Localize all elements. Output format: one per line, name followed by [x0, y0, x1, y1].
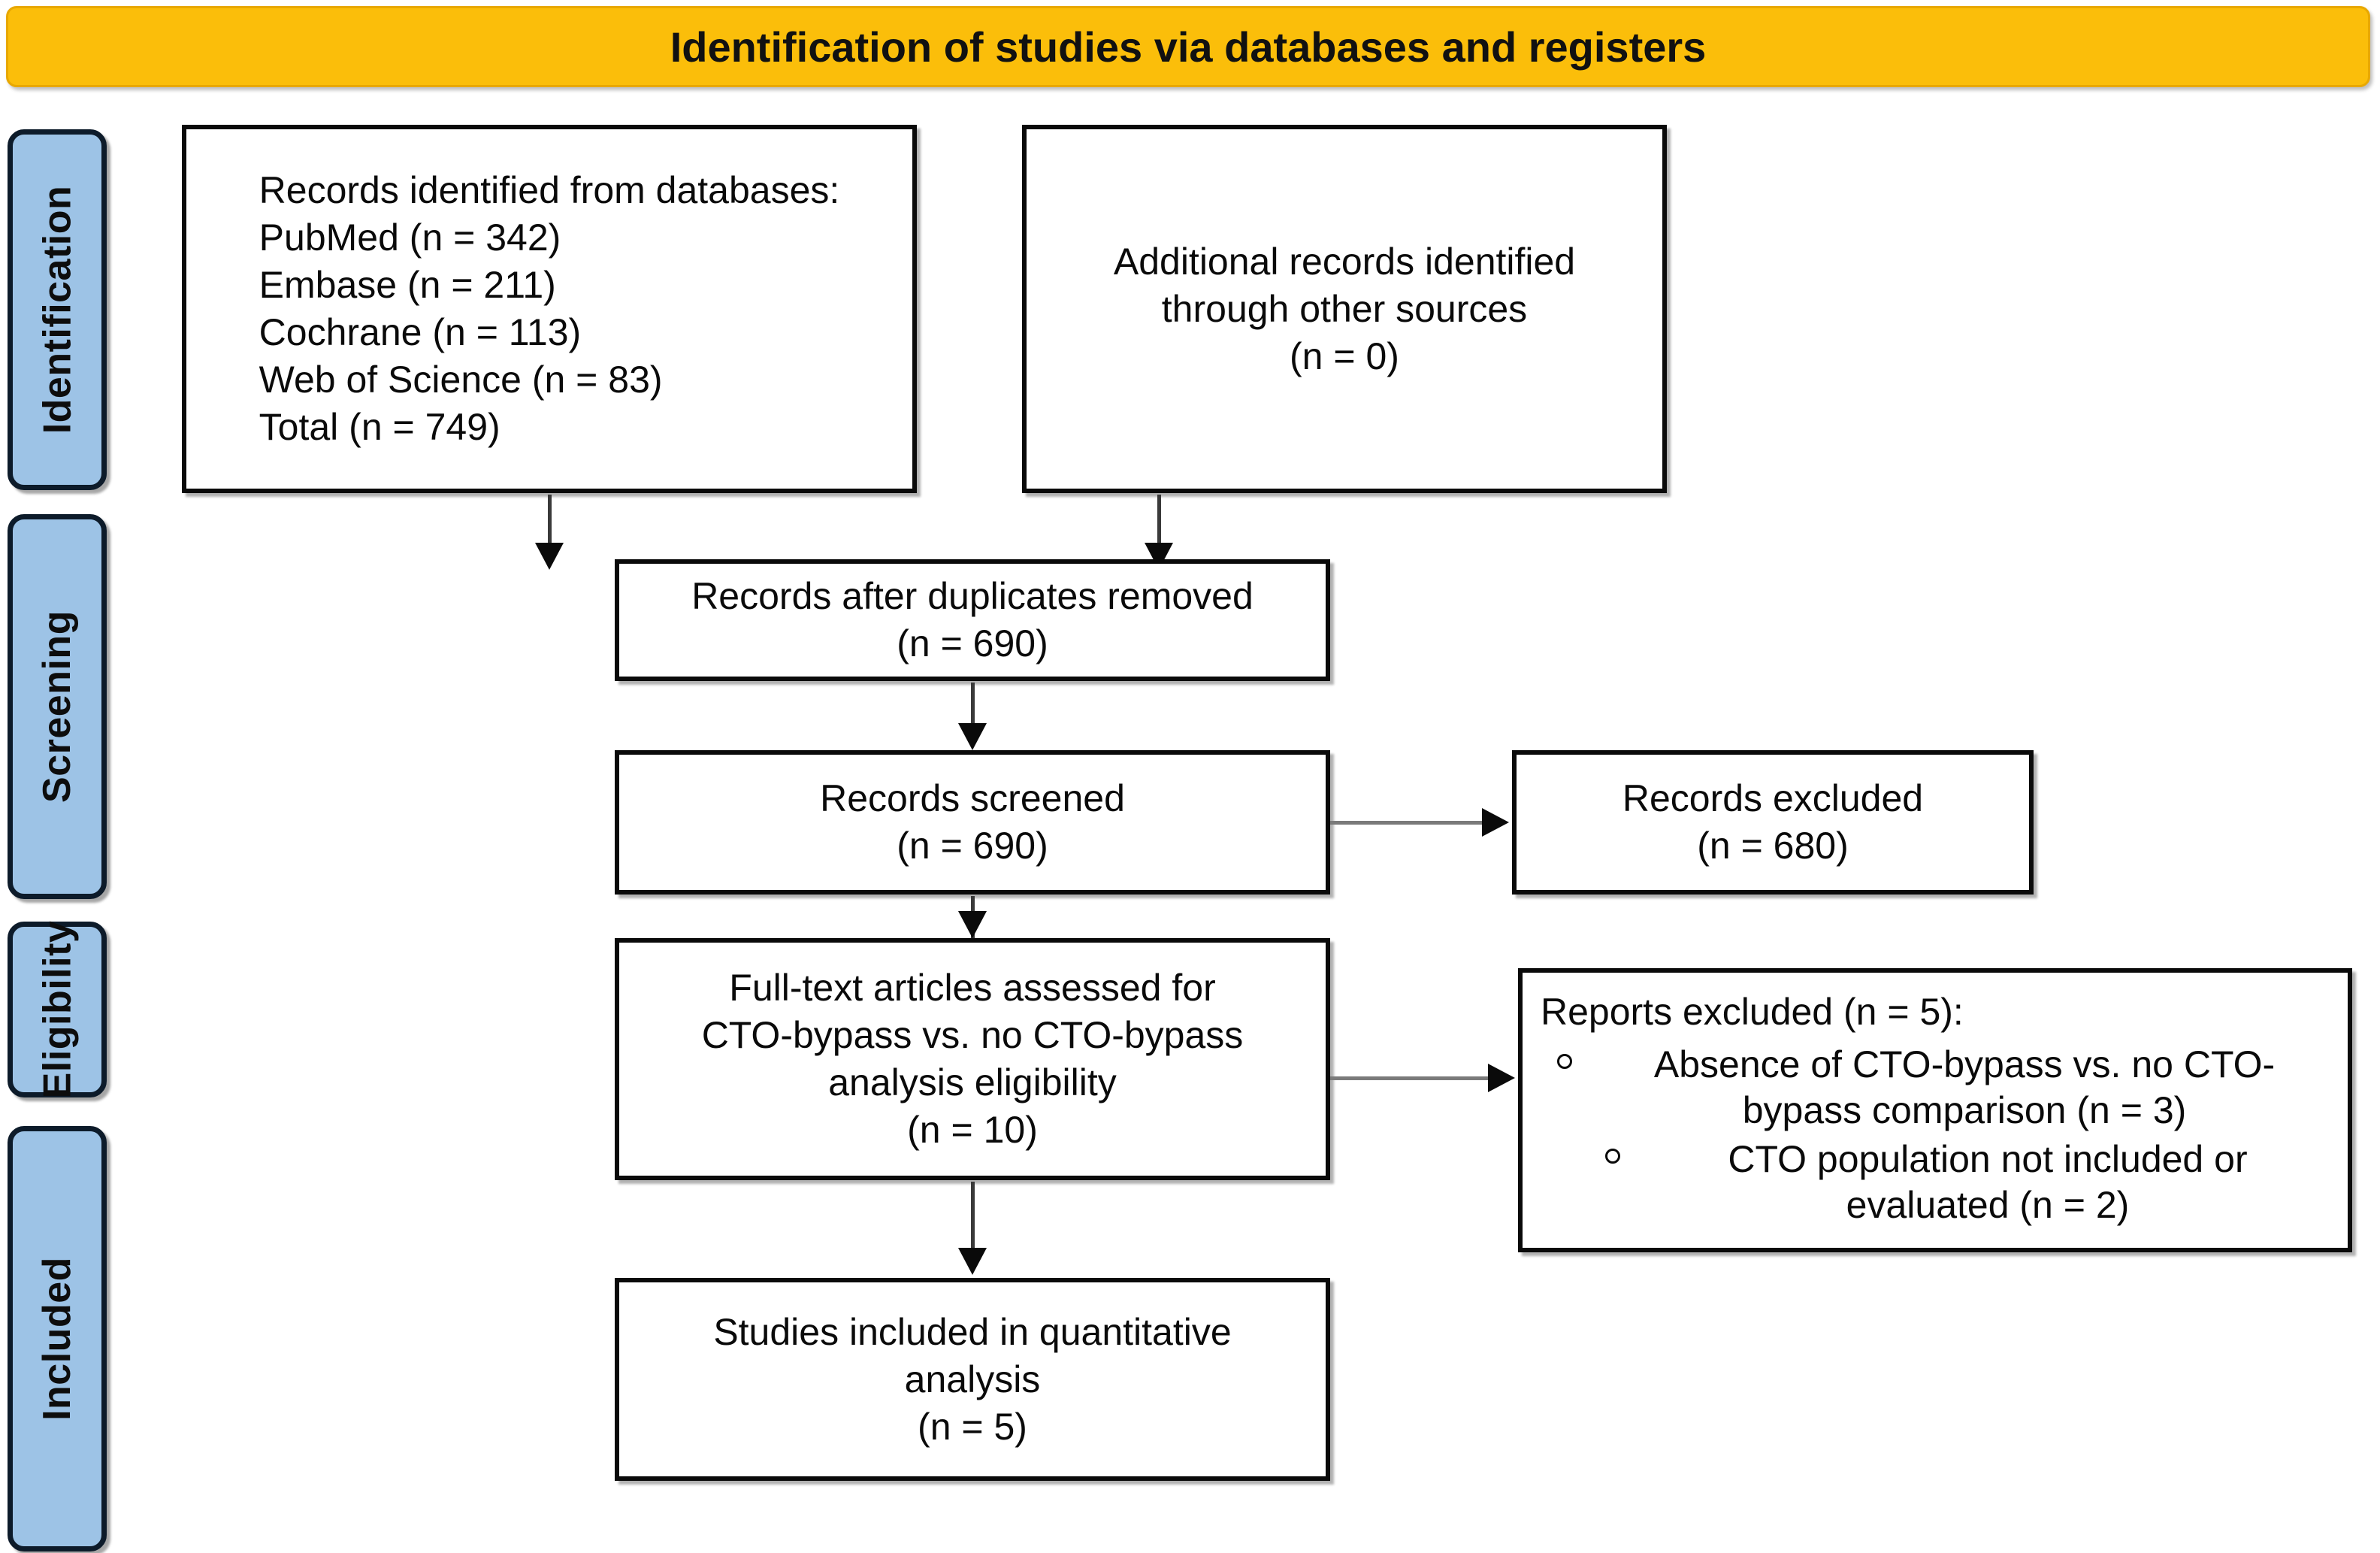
- list-item: Absence of CTO-bypass vs. no CTO-bypass …: [1541, 1042, 2330, 1134]
- reports-excluded-list: Absence of CTO-bypass vs. no CTO-bypass …: [1541, 1039, 2330, 1228]
- diagram-header-banner: Identification of studies via databases …: [6, 6, 2370, 87]
- stage-tab-identification[interactable]: Identification: [8, 129, 107, 490]
- node-records-after-duplicates: Records after duplicates removed (n = 69…: [615, 559, 1330, 681]
- node-line: Embase (n = 211): [259, 264, 556, 306]
- node-line: Cochrane (n = 113): [259, 311, 582, 353]
- page-title: Identification of studies via databases …: [670, 23, 1707, 71]
- stage-tab-label: Eligibility: [35, 920, 80, 1099]
- arrowhead-down-icon: [958, 911, 987, 938]
- node-records-excluded: Records excluded (n = 680): [1512, 750, 2034, 895]
- stage-tab-label: Included: [35, 1257, 80, 1421]
- node-line: (n = 10): [907, 1109, 1038, 1151]
- stage-tab-label: Identification: [35, 185, 79, 434]
- stage-tab-included[interactable]: Included: [8, 1126, 107, 1551]
- hollow-circle-bullet-icon: [1605, 1149, 1620, 1164]
- node-line: Full-text articles assessed for: [729, 967, 1216, 1009]
- node-fulltext-assessed: Full-text articles assessed for CTO-bypa…: [615, 938, 1330, 1180]
- node-line: analysis eligibility: [828, 1061, 1117, 1103]
- node-line: (n = 680): [1697, 825, 1849, 867]
- node-line: (n = 690): [897, 825, 1048, 867]
- connector-duplicates-to-screened: [971, 683, 975, 726]
- arrowhead-down-icon: [958, 1248, 987, 1275]
- stage-tab-screening[interactable]: Screening: [8, 514, 107, 899]
- list-item-label: Absence of CTO-bypass vs. no CTO-bypass …: [1653, 1043, 2276, 1131]
- node-reports-excluded: Reports excluded (n = 5): Absence of CTO…: [1518, 968, 2352, 1252]
- list-item-label: CTO population not included or evaluated…: [1728, 1138, 2248, 1226]
- node-line: CTO-bypass vs. no CTO-bypass: [701, 1014, 1244, 1056]
- node-line: Web of Science (n = 83): [259, 359, 663, 401]
- list-item: CTO population not included or evaluated…: [1541, 1137, 2330, 1228]
- node-line: Records screened: [820, 777, 1125, 819]
- node-line: Records identified from databases:: [259, 169, 840, 211]
- node-line: Total (n = 749): [259, 406, 500, 448]
- connector-fulltext-to-reports-excluded: [1330, 1076, 1491, 1080]
- stage-tab-eligibility[interactable]: Eligibility: [8, 920, 107, 1099]
- arrowhead-right-icon: [1488, 1064, 1515, 1092]
- hollow-circle-bullet-icon: [1557, 1054, 1572, 1069]
- node-records-identified: Records identified from databases: PubMe…: [182, 125, 917, 493]
- node-records-screened: Records screened (n = 690): [615, 750, 1330, 895]
- node-line: Studies included in quantitative: [713, 1310, 1232, 1353]
- stage-tab-label: Screening: [35, 610, 80, 803]
- node-line: through other sources: [1161, 287, 1528, 330]
- connector-additional-to-duplicates: [1157, 495, 1161, 546]
- node-studies-included: Studies included in quantitative analysi…: [615, 1278, 1330, 1481]
- connector-screened-to-excluded: [1330, 821, 1485, 825]
- connector-fulltext-to-included: [971, 1182, 975, 1251]
- node-line: (n = 690): [897, 622, 1048, 664]
- connector-identified-to-duplicates: [548, 495, 552, 546]
- node-line: Records after duplicates removed: [691, 575, 1254, 617]
- arrowhead-right-icon: [1482, 808, 1509, 837]
- node-line: Additional records identified: [1113, 240, 1576, 283]
- arrowhead-down-icon: [958, 723, 987, 750]
- node-line: analysis: [904, 1358, 1041, 1400]
- arrowhead-down-icon: [535, 543, 564, 570]
- node-additional-records: Additional records identified through ot…: [1022, 125, 1667, 493]
- reports-excluded-heading: Reports excluded (n = 5):: [1541, 991, 1964, 1033]
- node-line: Records excluded: [1622, 777, 1924, 819]
- node-line: (n = 5): [918, 1405, 1027, 1448]
- node-line: PubMed (n = 342): [259, 216, 561, 259]
- node-line: (n = 0): [1290, 335, 1399, 377]
